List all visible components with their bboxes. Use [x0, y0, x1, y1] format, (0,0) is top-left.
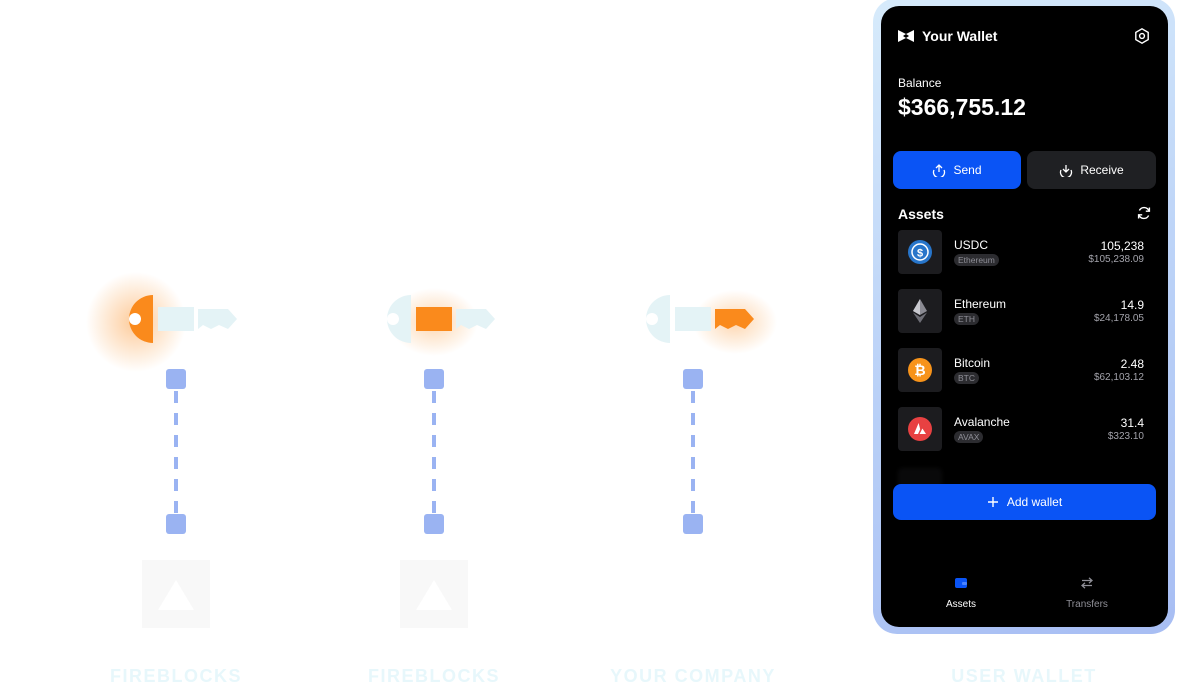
- asset-row-avalanche[interactable]: Avalanche AVAX 31.4 $323.10: [898, 407, 1144, 453]
- key-share-column-3: YOUR COMPANY: [573, 0, 813, 684]
- asset-row-ethereum[interactable]: Ethereum ETH 14.9 $24,178.05: [898, 289, 1144, 335]
- wallet-app: Your Wallet Balance $366,755.12 Send Rec…: [881, 6, 1168, 627]
- add-wallet-label: Add wallet: [1006, 495, 1063, 509]
- download-icon: [1060, 165, 1073, 177]
- assets-heading: Assets: [898, 206, 944, 222]
- key-share-1-icon: [86, 272, 237, 534]
- svg-text:$: $: [917, 247, 923, 259]
- key-share-3-icon: [646, 290, 777, 534]
- wallet-logo-icon: [898, 30, 914, 42]
- asset-name: Avalanche: [954, 415, 1010, 429]
- asset-usd-value: $105,238.09: [1088, 254, 1144, 265]
- column-caption: YOUR COMPANY: [610, 666, 776, 684]
- asset-amount: 105,238: [1100, 239, 1144, 253]
- asset-icon-tile: [898, 407, 942, 451]
- key-share-column-1: FIREBLOCKS: [56, 0, 296, 684]
- asset-network-badge: AVAX: [954, 431, 984, 443]
- usdc-icon: $: [908, 240, 932, 264]
- asset-usd-value: $24,178.05: [1093, 313, 1144, 324]
- ethereum-icon: [913, 299, 927, 323]
- transfer-icon: [1081, 577, 1093, 589]
- balance-value: $366,755.12: [898, 94, 1026, 120]
- asset-network-badge: Ethereum: [954, 254, 999, 266]
- receive-button[interactable]: Receive: [1027, 151, 1156, 189]
- asset-amount: 31.4: [1120, 416, 1144, 430]
- asset-name: Bitcoin: [954, 356, 991, 370]
- send-button[interactable]: Send: [893, 151, 1021, 189]
- asset-amount: 14.9: [1120, 298, 1144, 312]
- asset-name: USDC: [954, 238, 989, 252]
- asset-amount: 2.48: [1120, 357, 1144, 371]
- avalanche-icon: [908, 417, 932, 441]
- asset-network-badge: ETH: [954, 313, 979, 325]
- bitcoin-icon: ₿: [908, 358, 932, 382]
- tab-assets[interactable]: Assets: [911, 576, 1011, 610]
- svg-text:₿: ₿: [914, 362, 925, 378]
- asset-usd-value: $323.10: [1107, 431, 1144, 442]
- add-wallet-button[interactable]: Add wallet: [893, 484, 1156, 520]
- asset-row-usdc[interactable]: $ USDC Ethereum 105,238 $105,238.09: [898, 230, 1144, 276]
- asset-icon-tile: [898, 468, 942, 488]
- column-caption: FIREBLOCKS: [110, 666, 242, 684]
- asset-usd-value: $62,103.12: [1093, 372, 1144, 383]
- fireblocks-logo: [142, 560, 210, 628]
- receive-label: Receive: [1080, 163, 1124, 177]
- tab-transfers-label: Transfers: [1066, 599, 1108, 610]
- send-label: Send: [953, 163, 982, 177]
- asset-network-badge: BTC: [954, 372, 979, 384]
- asset-icon-tile: $: [898, 230, 942, 274]
- upload-icon: [933, 164, 946, 177]
- user-wallet-caption: USER WALLET: [951, 666, 1097, 684]
- asset-row-faded: [898, 468, 1144, 488]
- tab-assets-label: Assets: [945, 599, 976, 610]
- asset-icon-tile: ₿: [898, 348, 942, 392]
- key-share-column-2: FIREBLOCKS: [314, 0, 554, 684]
- tab-transfers[interactable]: Transfers: [1037, 576, 1137, 610]
- wallet-title: Your Wallet: [922, 28, 998, 44]
- wallet-header: Your Wallet: [898, 26, 1151, 46]
- balance-label: Balance: [898, 76, 942, 90]
- key-share-2-icon: [387, 288, 495, 534]
- fireblocks-logo: [400, 560, 468, 628]
- asset-row-bitcoin[interactable]: ₿ Bitcoin BTC 2.48 $62,103.12: [898, 348, 1144, 394]
- wallet-icon: [955, 578, 967, 588]
- settings-icon[interactable]: [1133, 27, 1151, 45]
- refresh-icon[interactable]: [1136, 205, 1152, 221]
- plus-icon: [987, 497, 998, 507]
- asset-icon-tile: [898, 289, 942, 333]
- column-caption: FIREBLOCKS: [368, 666, 500, 684]
- asset-name: Ethereum: [954, 297, 1007, 311]
